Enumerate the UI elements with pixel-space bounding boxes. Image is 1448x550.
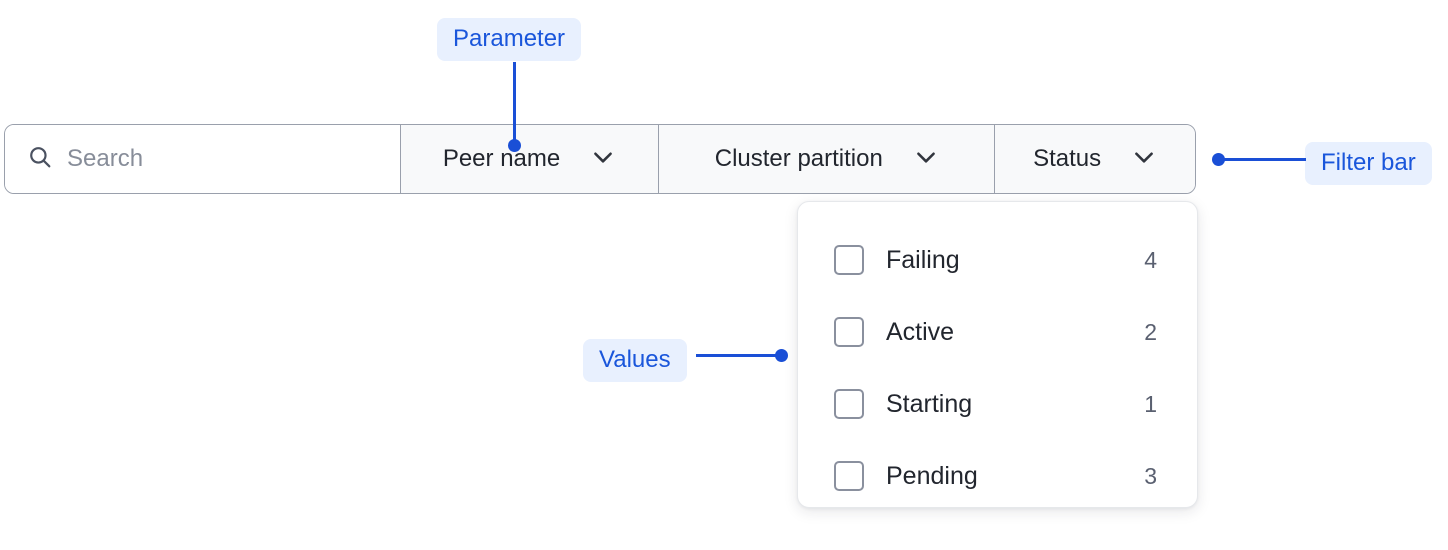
option-label: Pending <box>886 461 978 490</box>
annotation-label-values: Values <box>583 339 687 382</box>
option-count: 3 <box>1144 462 1157 489</box>
option-label: Failing <box>886 245 960 274</box>
filter-bar[interactable]: Peer name Cluster partition Status <box>4 124 1196 194</box>
option-row-failing[interactable]: Failing 4 <box>798 224 1197 296</box>
chevron-down-icon <box>1131 144 1157 175</box>
checkbox-pending[interactable] <box>834 461 864 491</box>
option-count: 4 <box>1144 246 1157 273</box>
annotation-leader-line-parameter <box>513 62 516 146</box>
annotation-leader-line-values <box>696 354 782 357</box>
checkbox-active[interactable] <box>834 317 864 347</box>
chevron-down-icon <box>913 144 939 175</box>
search-icon <box>27 144 53 175</box>
annotation-dot-parameter <box>508 139 521 152</box>
search-input[interactable] <box>67 145 378 173</box>
status-dropdown[interactable]: Status <box>995 125 1195 193</box>
annotation-label-parameter: Parameter <box>437 18 582 61</box>
option-label: Active <box>886 317 955 346</box>
dropdown-panel: Failing 4 Active 2 Starting 1 Pending 3 <box>797 201 1198 508</box>
annotation-dot-values <box>775 349 788 362</box>
search-field[interactable] <box>5 125 401 193</box>
cluster-partition-dropdown-label: Cluster partition <box>714 145 883 172</box>
option-row-pending[interactable]: Pending 3 <box>798 440 1197 512</box>
cluster-partition-dropdown[interactable]: Cluster partition <box>659 125 996 193</box>
annotation-label-filter-bar: Filter bar <box>1305 142 1432 185</box>
peer-name-dropdown-label: Peer name <box>442 145 561 172</box>
option-count: 1 <box>1144 390 1157 417</box>
peer-name-dropdown[interactable]: Peer name <box>400 125 660 193</box>
checkbox-starting[interactable] <box>834 389 864 419</box>
chevron-down-icon <box>590 144 616 175</box>
status-dropdown-label: Status <box>1033 145 1102 172</box>
option-label: Starting <box>886 389 973 418</box>
option-row-active[interactable]: Active 2 <box>798 296 1197 368</box>
checkbox-failing[interactable] <box>834 245 864 275</box>
annotation-leader-line-filter-bar <box>1224 158 1306 161</box>
option-count: 2 <box>1144 318 1157 345</box>
annotation-dot-filter-bar <box>1212 153 1225 166</box>
option-row-starting[interactable]: Starting 1 <box>798 368 1197 440</box>
